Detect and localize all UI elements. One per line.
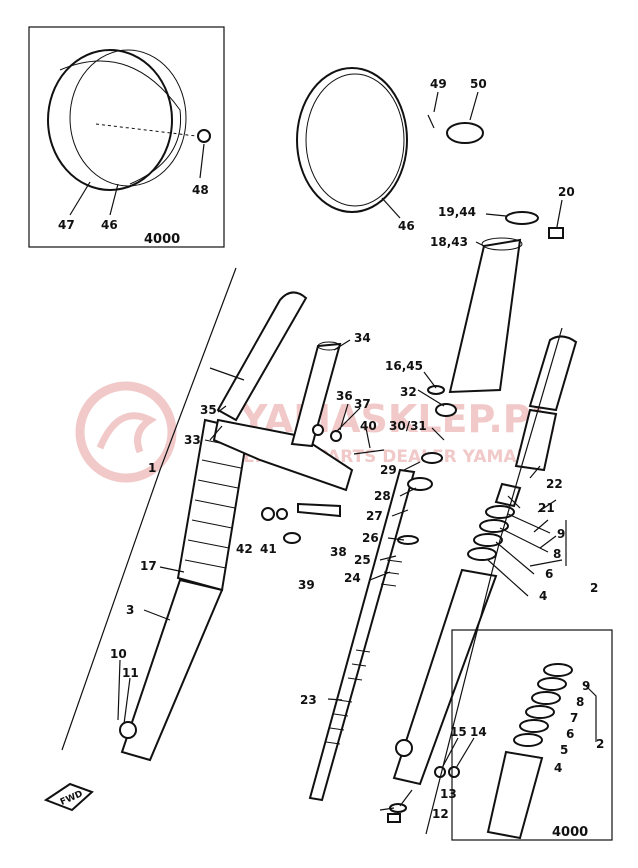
callout-21: 21: [538, 501, 555, 515]
callout-46-rim: 46: [398, 219, 415, 233]
callout-18-43: 18,43: [430, 235, 468, 249]
inset-box-top-left: 4000: [28, 26, 225, 248]
callout-29: 29: [380, 463, 397, 477]
callout-30-31: 30/31: [389, 419, 427, 433]
callout-10: 10: [110, 647, 127, 661]
callout-27: 27: [366, 509, 383, 523]
callout-15: 15: [450, 725, 467, 739]
callout-36: 36: [336, 389, 353, 403]
callout-39: 39: [298, 578, 315, 592]
callout-6-inset: 6: [566, 727, 574, 741]
callout-3: 3: [126, 603, 134, 617]
callout-14: 14: [470, 725, 487, 739]
callout-12: 12: [432, 807, 449, 821]
callout-28: 28: [374, 489, 391, 503]
watermark-logo-icon: [75, 381, 177, 483]
callout-16-45: 16,45: [385, 359, 423, 373]
fork-lower-left-part: [120, 578, 224, 762]
callout-2-inset: 2: [596, 737, 604, 751]
callout-1: 1: [148, 461, 156, 475]
ring-50-part: [446, 122, 484, 144]
callout-25: 25: [354, 553, 371, 567]
callouts: 47 46 48 46 49 50 20 19,44 18,43 34 16,4…: [58, 77, 604, 821]
headlight-rim-part: [296, 67, 408, 213]
callout-26: 26: [362, 531, 379, 545]
callout-35: 35: [200, 403, 217, 417]
inset-box-label-top-left: 4000: [144, 232, 180, 247]
steering-stem-part: [290, 342, 342, 448]
callout-8: 8: [553, 547, 561, 561]
callout-9: 9: [557, 527, 565, 541]
callout-50: 50: [470, 77, 487, 91]
callout-22: 22: [546, 477, 563, 491]
callout-13: 13: [440, 787, 457, 801]
callout-37: 37: [354, 397, 371, 411]
callout-6: 6: [545, 567, 553, 581]
callout-9-inset: 9: [582, 679, 590, 693]
callout-34: 34: [354, 331, 371, 345]
callout-7: 7: [570, 711, 578, 725]
callout-41: 41: [260, 542, 277, 556]
bolt-48-part: [197, 129, 211, 143]
callout-40: 40: [360, 419, 377, 433]
callout-47: 47: [58, 218, 75, 232]
callout-5: 5: [560, 743, 568, 757]
callout-49: 49: [430, 77, 447, 91]
bolt-20-part: [548, 227, 564, 239]
fork-lower-right-part: [392, 568, 498, 786]
callout-32: 32: [400, 385, 417, 399]
callout-38: 38: [330, 545, 347, 559]
callout-42: 42: [236, 542, 253, 556]
callout-8-inset: 8: [576, 695, 584, 709]
callout-4-inset: 4: [554, 761, 562, 775]
fork-tube-left-part: [216, 291, 308, 422]
damper-rod-part: [308, 468, 416, 802]
callout-48: 48: [192, 183, 209, 197]
cable-guide-38-part: [297, 502, 341, 518]
callout-4: 4: [539, 589, 547, 603]
callout-2: 2: [590, 581, 598, 595]
inset-box-bottom-right: 4000: [451, 629, 613, 841]
callout-33: 33: [184, 433, 201, 447]
callout-20: 20: [558, 185, 575, 199]
callout-11: 11: [122, 666, 139, 680]
callout-23: 23: [300, 693, 317, 707]
callout-24: 24: [344, 571, 361, 585]
callout-46: 46: [101, 218, 118, 232]
inset-box-label-bottom-right: 4000: [552, 825, 588, 840]
callout-17: 17: [140, 559, 157, 573]
fork-tube-right-part: [528, 335, 578, 412]
fork-boot-right-part: [448, 238, 522, 394]
fwd-arrow-icon: FWD: [43, 782, 94, 812]
callout-19-44: 19,44: [438, 205, 476, 219]
